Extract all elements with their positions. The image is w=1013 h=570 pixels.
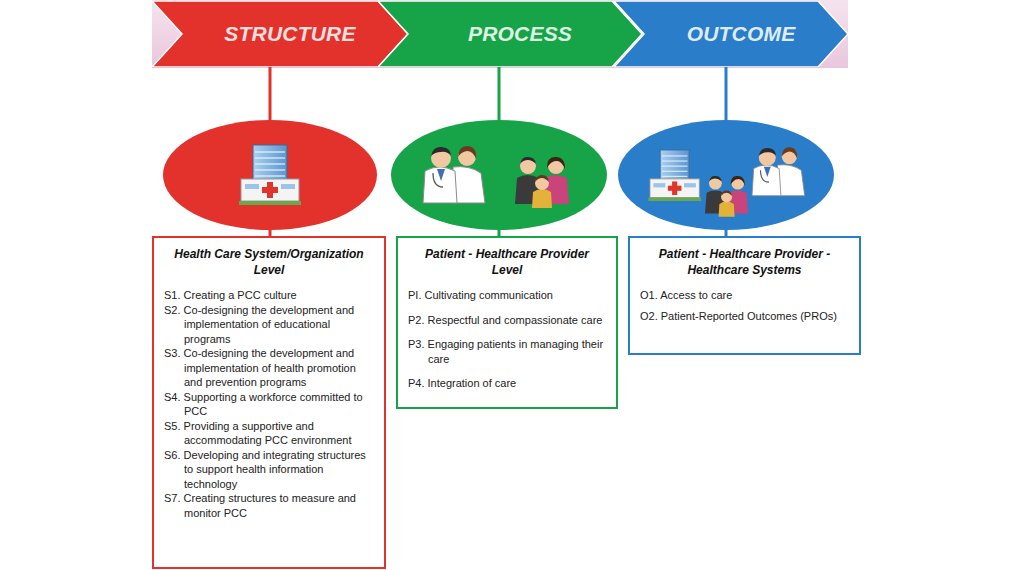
connector-line: [498, 66, 501, 237]
list-item: P2. Respectful and compassionate care: [408, 313, 606, 328]
banner-band: [152, 0, 848, 68]
hospital-icon: [648, 150, 701, 201]
family-icon: [515, 157, 569, 208]
chevron-polygon: [152, 1, 408, 67]
outcome-ellipse: [618, 120, 834, 230]
structure-ellipse: [163, 120, 377, 230]
list-item: O1. Access to care: [640, 288, 849, 303]
chevron-polygon: [614, 1, 848, 67]
chevron-polygon: [378, 1, 642, 67]
doctors-icon: [752, 147, 805, 196]
hospital-icon: [239, 145, 301, 205]
structure-box: Health Care System/Organization LevelS1.…: [152, 236, 386, 569]
list-item: S4. Supporting a workforce committed to …: [164, 390, 374, 419]
stage-label: STRUCTURE: [152, 1, 408, 67]
list-item: P4. Integration of care: [408, 376, 606, 391]
list-item: P3. Engaging patients in managing their …: [408, 337, 606, 366]
box-heading: Health Care System/Organization Level: [164, 246, 374, 278]
stage-chevron: OUTCOME: [614, 1, 848, 67]
stage-label: PROCESS: [378, 1, 642, 67]
list-item: O2. Patient-Reported Outcomes (PROs): [640, 309, 849, 324]
family-icon: [705, 176, 748, 217]
box-heading: Patient - Healthcare Provider - Healthca…: [640, 246, 849, 278]
stage-chevron: PROCESS: [378, 1, 642, 67]
outcome-box: Patient - Healthcare Provider - Healthca…: [628, 236, 861, 355]
list-item: PI. Cultivating communication: [408, 288, 606, 303]
stage-chevron: STRUCTURE: [152, 1, 408, 67]
list-item: S3. Co-designing the development and imp…: [164, 346, 374, 390]
list-item: S1. Creating a PCC culture: [164, 288, 374, 303]
box-heading: Patient - Healthcare Provider Level: [408, 246, 606, 278]
process-ellipse: [391, 120, 607, 230]
doctors-icon: [423, 146, 485, 203]
connector-line: [269, 66, 272, 237]
list-item: S7. Creating structures to measure and m…: [164, 491, 374, 520]
process-box: Patient - Healthcare Provider LevelPI. C…: [396, 236, 618, 409]
list-item: S5. Providing a supportive and accommoda…: [164, 419, 374, 448]
list-item: S6. Developing and integrating structure…: [164, 448, 374, 492]
list-item: S2. Co-designing the development and imp…: [164, 303, 374, 347]
stage-label: OUTCOME: [614, 1, 848, 67]
connector-line: [725, 66, 728, 237]
